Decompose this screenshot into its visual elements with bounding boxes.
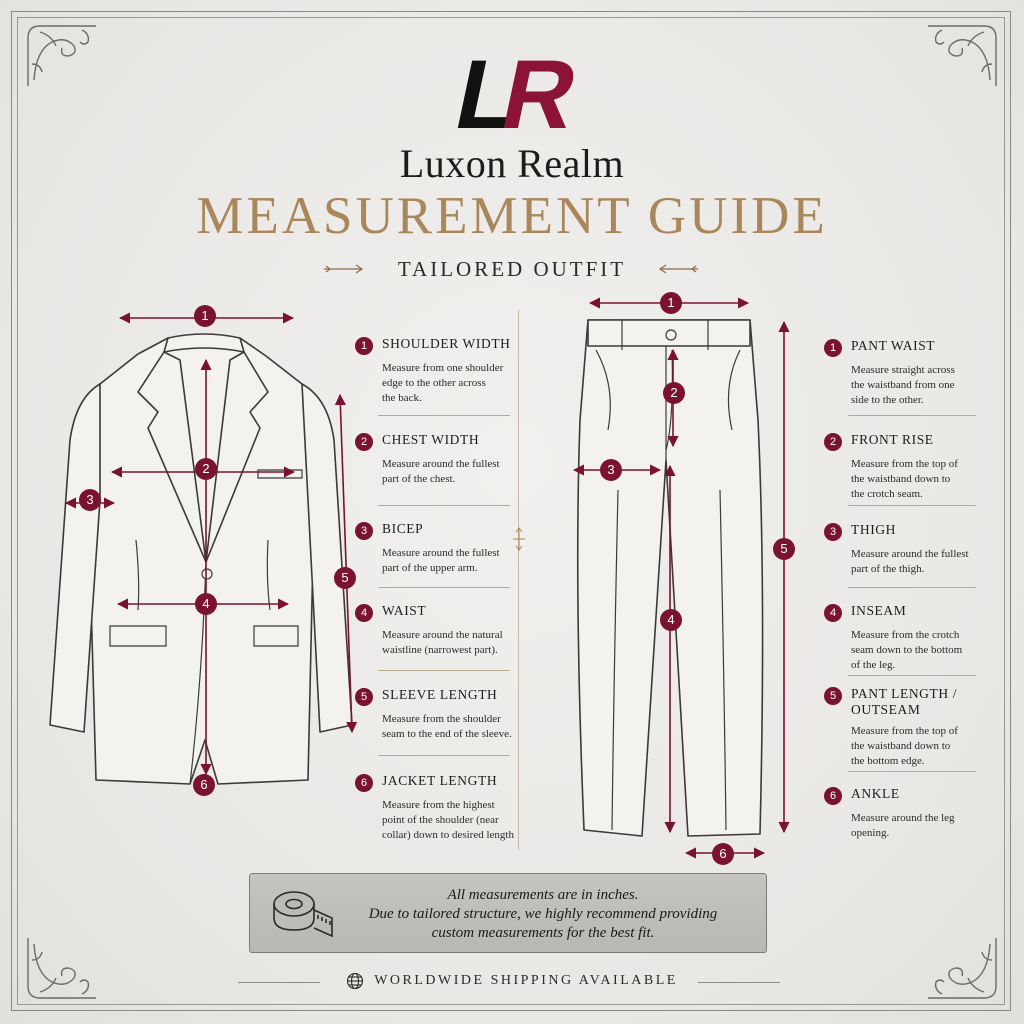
- jacket-marker-6: 6: [193, 774, 215, 796]
- divider: [378, 415, 510, 416]
- outer-frame: [11, 11, 1011, 1011]
- pants-marker-5: 5: [773, 538, 795, 560]
- measuring-tape-icon: [273, 891, 333, 938]
- jacket-illustration: [49, 312, 358, 785]
- subtitle: TAILORED OUTFIT: [397, 257, 627, 281]
- pants-illustration: [572, 297, 790, 859]
- pants-marker-2: 2: [663, 382, 685, 404]
- divider-ornament-icon: [513, 527, 525, 551]
- jacket-marker-1: 1: [194, 305, 216, 327]
- corner-ornament-icon: [27, 938, 96, 999]
- divider: [378, 670, 510, 671]
- divider: [848, 771, 976, 772]
- pants-marker-4: 4: [660, 609, 682, 631]
- measurement-notice: All measurements are in inches. Due to t…: [249, 873, 767, 953]
- divider: [848, 415, 976, 416]
- shipping-notice: WORLDWIDE SHIPPING AVAILABLE: [0, 972, 1024, 990]
- inner-frame: [17, 17, 1005, 1005]
- subtitle-ornament-left-icon: [324, 264, 364, 274]
- page-title: MEASUREMENT GUIDE: [196, 187, 828, 245]
- jacket-marker-3: 3: [79, 489, 101, 511]
- divider: [848, 675, 976, 676]
- jacket-marker-2: 2: [195, 458, 217, 480]
- pants-marker-1: 1: [660, 292, 682, 314]
- brand-name: Luxon Realm: [399, 141, 625, 186]
- corner-ornament-icon: [928, 25, 997, 86]
- brand-logo: L R: [452, 40, 574, 132]
- pants-marker-3: 3: [600, 459, 622, 481]
- center-divider: [518, 310, 519, 850]
- notice-text: All measurements are in inches. Due to t…: [368, 887, 718, 941]
- jacket-marker-5: 5: [334, 567, 356, 589]
- subtitle-ornament-right-icon: [658, 264, 698, 274]
- pants-marker-6: 6: [712, 843, 734, 865]
- divider: [378, 505, 510, 506]
- footer-line-right: [698, 982, 780, 983]
- footer-line-left: [238, 982, 320, 983]
- jacket-marker-4: 4: [195, 593, 217, 615]
- divider: [378, 755, 510, 756]
- globe-icon: [347, 972, 364, 990]
- divider: [378, 587, 510, 588]
- divider: [848, 505, 976, 506]
- corner-ornament-icon: [27, 25, 96, 86]
- divider: [848, 587, 976, 588]
- corner-ornament-icon: [928, 938, 997, 999]
